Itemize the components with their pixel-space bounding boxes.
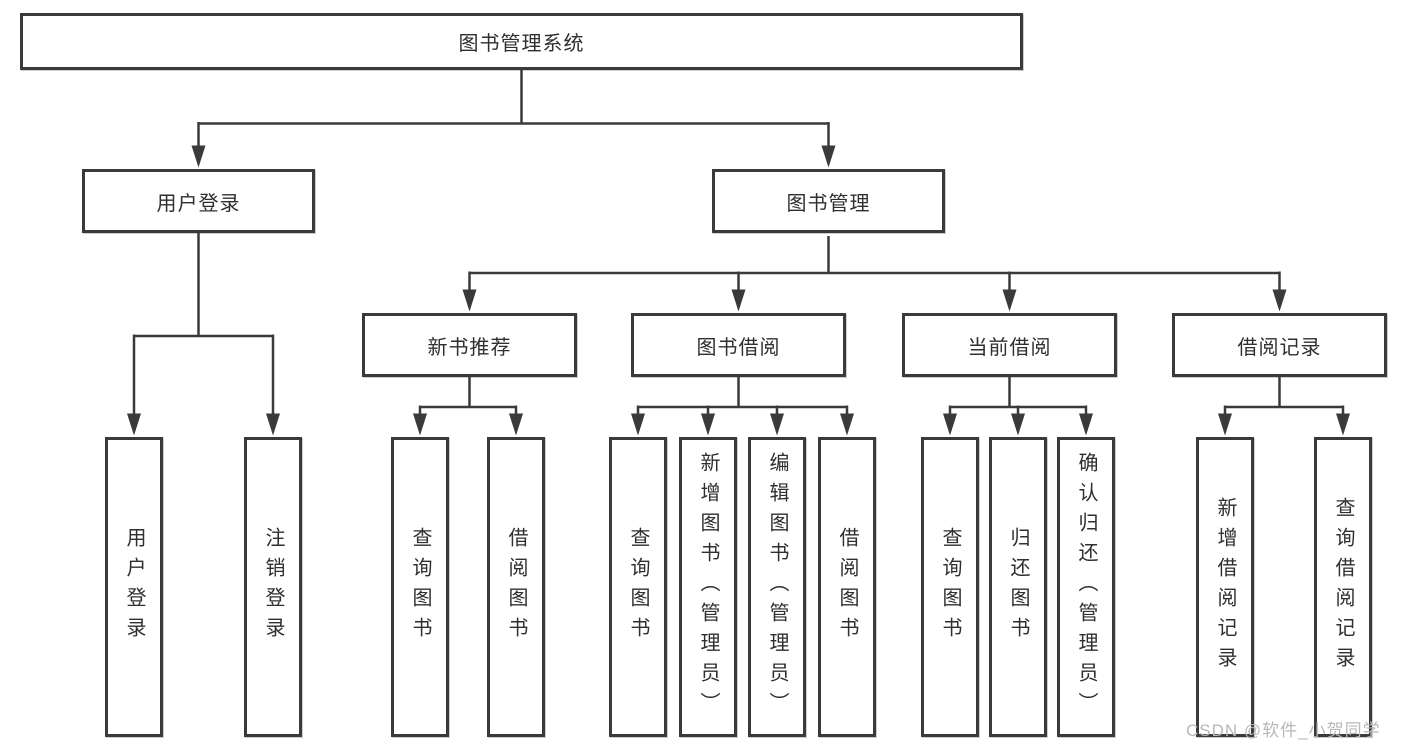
leaf-node-return-book: 归还图书 — [989, 437, 1047, 737]
leaf-node-borrow-books-borrowing-label: 借阅图书 — [836, 527, 858, 647]
category-node-borrowing-records: 借阅记录 — [1172, 313, 1387, 377]
branch-node-book-management-label: 图书管理 — [786, 192, 871, 215]
leaf-node-query-borrow-record-label: 查询借阅记录 — [1332, 497, 1354, 677]
branch-node-user-login-label: 用户登录 — [156, 192, 241, 215]
leaf-node-return-book-label: 归还图书 — [1007, 527, 1029, 647]
leaf-node-edit-book-admin-label: 编辑图书（管理员） — [766, 452, 788, 722]
root-node: 图书管理系统 — [20, 13, 1023, 70]
root-node-label: 图书管理系统 — [458, 33, 585, 55]
leaf-node-add-borrow-record-label: 新增借阅记录 — [1214, 497, 1236, 677]
leaf-node-add-book-admin: 新增图书（管理员） — [679, 437, 737, 737]
leaf-node-user-login: 用户登录 — [105, 437, 163, 737]
category-node-borrowing-records-label: 借阅记录 — [1237, 336, 1322, 359]
category-node-current-borrowing-label: 当前借阅 — [967, 336, 1052, 359]
leaf-node-query-books-recommend: 查询图书 — [391, 437, 449, 737]
category-node-new-book-recommendation: 新书推荐 — [362, 313, 577, 377]
leaf-node-query-books-recommend-label: 查询图书 — [409, 527, 431, 647]
category-node-new-book-recommendation-label: 新书推荐 — [427, 336, 512, 359]
leaf-node-borrow-books-recommend: 借阅图书 — [487, 437, 545, 737]
leaf-node-borrow-books-borrowing: 借阅图书 — [818, 437, 876, 737]
leaf-node-query-books-borrowing: 查询图书 — [609, 437, 667, 737]
leaf-node-query-borrow-record: 查询借阅记录 — [1314, 437, 1372, 737]
leaf-node-query-books-current-label: 查询图书 — [939, 527, 961, 647]
leaf-node-borrow-books-recommend-label: 借阅图书 — [505, 527, 527, 647]
leaf-node-add-book-admin-label: 新增图书（管理员） — [697, 452, 719, 722]
leaf-node-user-login-label: 用户登录 — [123, 527, 145, 647]
leaf-node-query-books-current: 查询图书 — [921, 437, 979, 737]
leaf-node-confirm-return-admin: 确认归还（管理员） — [1057, 437, 1115, 737]
leaf-node-add-borrow-record: 新增借阅记录 — [1196, 437, 1254, 737]
leaf-node-logout-label: 注销登录 — [262, 527, 284, 647]
category-node-book-borrowing: 图书借阅 — [631, 313, 846, 377]
leaf-node-query-books-borrowing-label: 查询图书 — [627, 527, 649, 647]
leaf-node-edit-book-admin: 编辑图书（管理员） — [748, 437, 806, 737]
branch-node-user-login: 用户登录 — [82, 169, 315, 233]
branch-node-book-management: 图书管理 — [712, 169, 945, 233]
category-node-current-borrowing: 当前借阅 — [902, 313, 1117, 377]
leaf-node-logout: 注销登录 — [244, 437, 302, 737]
watermark: CSDN @软件_小贺同学 — [1186, 721, 1381, 740]
category-node-book-borrowing-label: 图书借阅 — [696, 336, 781, 359]
leaf-node-confirm-return-admin-label: 确认归还（管理员） — [1075, 452, 1097, 722]
